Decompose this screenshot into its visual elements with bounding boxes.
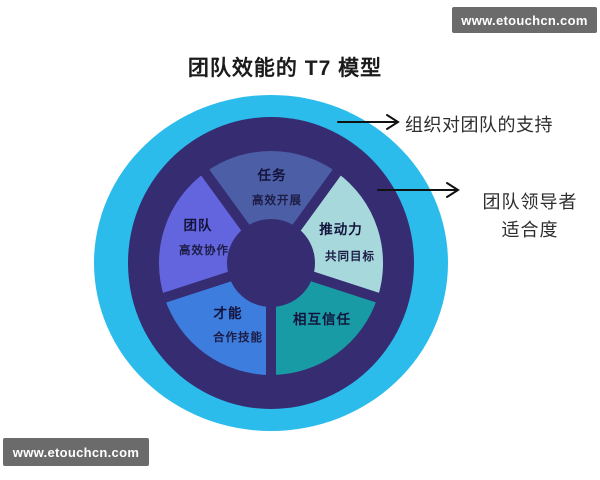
petal-talent-label: 才能: [213, 306, 243, 321]
annotation-leader-line1: 团队领导者: [482, 192, 578, 213]
page-title: 团队效能的 T7 模型: [187, 57, 383, 80]
watermark-top-right: www.etouchcn.com: [452, 7, 597, 33]
watermark-bottom-left: www.etouchcn.com: [3, 438, 149, 466]
petal-task: [197, 141, 345, 268]
center-hub: [227, 219, 315, 307]
t7-model-diagram: [94, 95, 448, 431]
petal-team-label: 团队: [183, 218, 213, 233]
annotation-leader-line2: 适合度: [501, 220, 559, 241]
petal-drive-label: 推动力: [319, 222, 363, 237]
annotation-support-label: 组织对团队的支持: [405, 115, 553, 136]
petal-drive-sublabel: 共同目标: [325, 251, 375, 263]
petal-trust-label: 相互信任: [293, 312, 351, 327]
petal-task-label: 任务: [257, 168, 287, 183]
petal-team-sublabel: 高效协作: [179, 245, 229, 257]
petal-task-sublabel: 高效开展: [252, 195, 302, 207]
annotation-leader-label: 团队领导者 适合度: [477, 189, 583, 245]
petal-talent-sublabel: 合作技能: [213, 332, 263, 344]
